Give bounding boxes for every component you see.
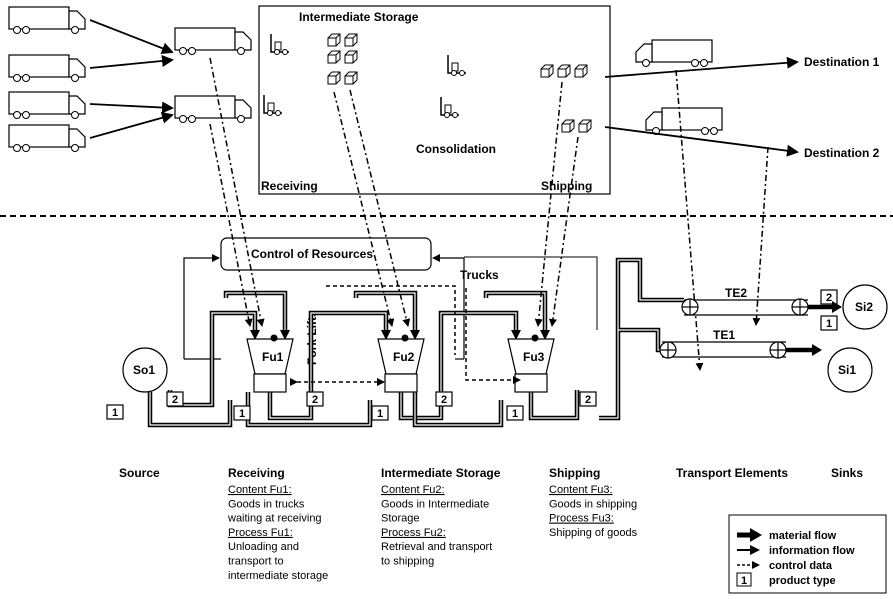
- column-description-line: Content Fu2:: [381, 484, 445, 496]
- column-description-line: Process Fu3:: [549, 513, 614, 525]
- column-description-line: Goods in trucks: [228, 498, 305, 510]
- box-icon: [345, 72, 357, 84]
- truck-icon: [9, 92, 85, 119]
- consolidation-label: Consolidation: [416, 142, 496, 156]
- box-icon: [328, 34, 340, 46]
- truck-icon: [175, 96, 251, 123]
- product-type-box: 2: [585, 394, 591, 406]
- legend-product-box: 1: [741, 575, 747, 587]
- legend-information-flow: information flow: [769, 545, 855, 557]
- truck-icon: [636, 40, 712, 67]
- fu2-label: Fu2: [393, 350, 415, 364]
- functional-unit-fu1: [247, 339, 293, 392]
- box-icon: [328, 51, 340, 63]
- sink-si1-label: Si1: [838, 363, 856, 377]
- te2-label: TE2: [725, 286, 747, 300]
- product-type-box: 2: [172, 394, 178, 406]
- product-type-box: 1: [112, 407, 118, 419]
- column-description-line: Goods in shipping: [549, 498, 637, 510]
- column-description-line: Retrieval and transport: [381, 541, 492, 553]
- column-description-line: Unloading and: [228, 541, 299, 553]
- product-type-box: 2: [312, 394, 318, 406]
- product-type-box: 1: [239, 408, 245, 420]
- column-description-line: Storage: [381, 513, 420, 525]
- truck-icon: [175, 28, 251, 55]
- box-icon: [575, 65, 587, 77]
- truck-icon: [9, 55, 85, 82]
- column-description-line: intermediate storage: [228, 570, 328, 582]
- column-heading: Intermediate Storage: [381, 466, 501, 480]
- truck-icon: [9, 7, 85, 34]
- truck-icon: [9, 125, 85, 152]
- product-type-box: 2: [441, 394, 447, 406]
- product-type-box: 1: [826, 318, 832, 330]
- destination-2-label: Destination 2: [804, 146, 880, 160]
- column-description-line: Process Fu1:: [228, 527, 293, 539]
- legend-material-flow: material flow: [769, 530, 837, 542]
- source-label: So1: [133, 363, 155, 377]
- box-icon: [345, 34, 357, 46]
- truck-icon: [646, 108, 722, 135]
- column-heading: Receiving: [228, 466, 285, 480]
- column-heading: Transport Elements: [676, 466, 788, 480]
- box-icon: [345, 51, 357, 63]
- column-description-line: to shipping: [381, 556, 434, 568]
- box-icon: [579, 120, 591, 132]
- column-heading: Shipping: [549, 466, 600, 480]
- storage-box: [259, 6, 610, 194]
- product-type-box: 1: [377, 408, 383, 420]
- legend-product-type: product type: [769, 575, 836, 587]
- fu3-label: Fu3: [523, 350, 545, 364]
- column-heading: Sinks: [831, 466, 863, 480]
- destination-1-label: Destination 1: [804, 55, 880, 69]
- column-heading: Source: [119, 466, 160, 480]
- box-icon: [558, 65, 570, 77]
- storage-title: Intermediate Storage: [299, 10, 419, 24]
- control-of-resources-label: Control of Resources: [251, 247, 373, 261]
- product-type-box: 2: [826, 292, 832, 304]
- product-type-box: 1: [512, 408, 518, 420]
- box-icon: [328, 72, 340, 84]
- sink-si2-label: Si2: [855, 300, 873, 314]
- box-icon: [562, 120, 574, 132]
- column-description-line: transport to: [228, 556, 284, 568]
- shipping-area-label: Shipping: [541, 179, 592, 193]
- column-description-line: Content Fu1:: [228, 484, 292, 496]
- functional-unit-fu3: [508, 339, 554, 392]
- legend-control-data: control data: [769, 560, 833, 572]
- box-icon: [541, 65, 553, 77]
- column-description-line: waiting at receiving: [227, 513, 322, 525]
- column-description-line: Goods in Intermediate: [381, 498, 489, 510]
- te1-label: TE1: [713, 328, 735, 342]
- functional-unit-fu2: [378, 339, 424, 392]
- column-description-line: Process Fu2:: [381, 527, 446, 539]
- column-description-line: Content Fu3:: [549, 484, 613, 496]
- trucks-label: Trucks: [460, 268, 499, 282]
- receiving-area-label: Receiving: [261, 179, 318, 193]
- fu1-label: Fu1: [262, 350, 284, 364]
- column-description-line: Shipping of goods: [549, 527, 638, 539]
